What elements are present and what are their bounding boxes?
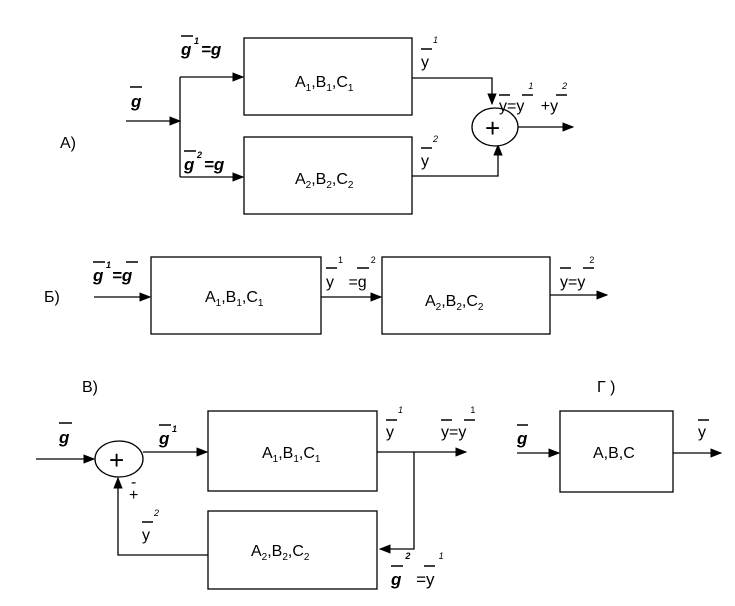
svg-text:y=y1 +y2: y=y1 +y2 — [499, 81, 567, 115]
output-signal-g: y — [698, 424, 706, 441]
section-b: Б) g 1 =g A1,B1,C1 y1 =g2 A2,B2,C2 y=y2 — [44, 255, 609, 335]
svg-text:1: 1 — [398, 405, 403, 415]
block-b1 — [150, 256, 322, 335]
input-signal-g: g — [516, 429, 528, 448]
svg-text:y=y1: y=y1 — [441, 405, 475, 441]
svg-text:y: y — [421, 153, 429, 170]
svg-text:g: g — [158, 429, 170, 448]
input-signal-a: g — [130, 92, 142, 111]
svg-text:1: 1 — [433, 35, 438, 45]
section-v: В) g + - + g 1 A1,B1,C1 y 1 y=y1 A2 — [36, 379, 475, 590]
svg-text:=g: =g — [112, 266, 133, 285]
branch2-label-a: g 2 =g — [183, 150, 225, 174]
sum-sign-a: + — [485, 113, 500, 143]
block-b1-label: A1,B1,C1 — [205, 289, 264, 309]
svg-text:=g: =g — [204, 155, 225, 174]
svg-text:g: g — [180, 40, 192, 59]
svg-text:2: 2 — [196, 150, 202, 160]
block-a1-label: A1,B1,C1 — [295, 74, 354, 94]
svg-text:1: 1 — [172, 424, 177, 434]
block-v1 — [207, 410, 378, 492]
svg-text:1: 1 — [194, 36, 199, 46]
output-label-v: y 1 — [386, 405, 403, 441]
block-b2-label: A2,B2,C2 — [425, 293, 484, 313]
block-v2 — [207, 510, 378, 590]
svg-text:g: g — [92, 266, 104, 285]
svg-text:y: y — [421, 54, 429, 71]
block-v1-label: A1,B1,C1 — [262, 445, 321, 465]
input-signal-v: g — [58, 428, 70, 447]
output2-arrow-a — [412, 143, 503, 177]
feedback-return-arrow-v — [113, 476, 208, 556]
block-g-label: A,B,C — [593, 445, 635, 462]
svg-text:2: 2 — [432, 134, 438, 144]
svg-text:g: g — [183, 155, 195, 174]
svg-text:g2 =y1: g2 =y1 — [390, 551, 444, 589]
branch1-label-a: g 1 =g — [180, 35, 222, 59]
block-a1 — [243, 37, 413, 116]
block-a2-label: A2,B2,C2 — [295, 171, 354, 191]
svg-text:y1 =g2: y1 =g2 — [326, 255, 376, 291]
output1-label-a: y 1 — [421, 35, 438, 71]
result-label-a: y=y1 +y2 — [499, 81, 567, 115]
feedback-out-label-v: y 2 — [142, 508, 159, 544]
section-b-label: Б) — [44, 289, 60, 306]
plus-sign-v: + — [129, 487, 138, 504]
input-label-b: g 1 =g — [92, 260, 138, 285]
output1-arrow-a — [412, 77, 497, 106]
block-v2-label: A2,B2,C2 — [251, 543, 310, 563]
block-a2 — [243, 136, 413, 215]
after-sum-label-v: g 1 — [158, 424, 177, 448]
result-label-v: y=y1 — [441, 405, 475, 441]
feedback-arrow-v — [378, 452, 415, 554]
svg-text:y: y — [386, 424, 394, 441]
block-g — [559, 410, 674, 493]
svg-text:1: 1 — [106, 260, 111, 270]
output2-label-a: y 2 — [421, 134, 438, 170]
feedback-in-label-v: g2 =y1 — [390, 551, 444, 589]
sum-sign-v: + — [109, 445, 124, 475]
section-a-label: А) — [60, 135, 76, 152]
section-a: А) g g 1 =g g 2 =g A1,B1,C1 A2,B2,C2 — [60, 35, 575, 215]
link-label-b: y1 =g2 — [326, 255, 376, 291]
section-v-label: В) — [82, 379, 98, 396]
result-label-b: y=y2 — [560, 255, 594, 291]
svg-text:y=y2: y=y2 — [560, 255, 594, 291]
section-g: Г ) g A,B,C y — [516, 379, 723, 493]
section-g-label: Г ) — [597, 379, 615, 396]
svg-text:y: y — [142, 527, 150, 544]
svg-text:2: 2 — [153, 508, 159, 518]
svg-text:=g: =g — [201, 40, 222, 59]
minus-sign-v: - — [131, 474, 136, 491]
